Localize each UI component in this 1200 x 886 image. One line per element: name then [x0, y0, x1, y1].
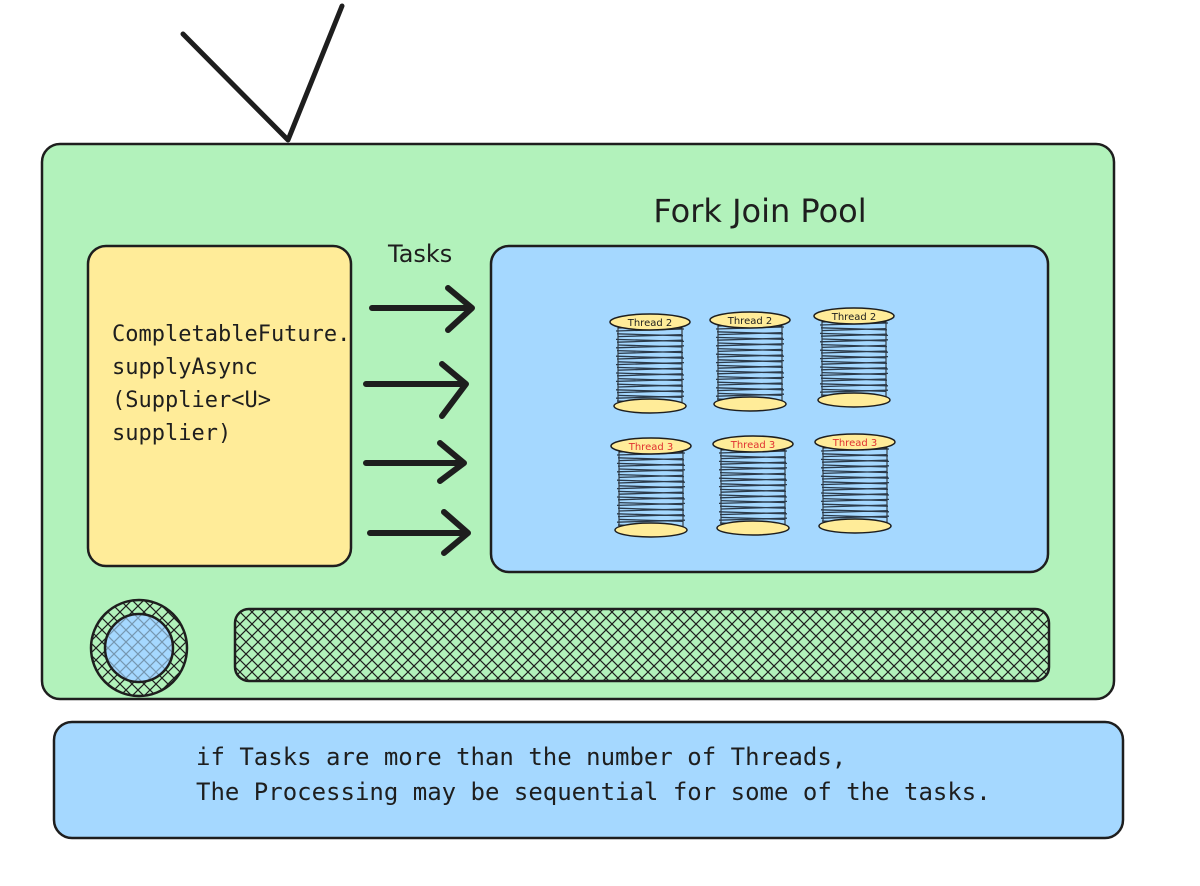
producer-label: CompletableFuture. supplyAsync (Supplier…	[112, 322, 364, 446]
note-text: if Tasks are more than the number of Thr…	[196, 743, 991, 806]
spool-top-cap	[609, 313, 691, 331]
thread-label: Thread 2	[627, 318, 673, 329]
task-arrow-4	[367, 509, 471, 556]
spool-top-cap	[813, 307, 895, 325]
spool-top-cap	[610, 437, 692, 455]
antenna	[180, 3, 345, 143]
spool-bottom-cap	[817, 392, 891, 408]
task-arrow-2	[363, 361, 469, 419]
knob	[89, 598, 189, 698]
producer-box	[86, 244, 353, 568]
thread-label: Thread 2	[831, 312, 877, 323]
thread-spool: Thread 2	[709, 311, 791, 412]
pool-title: Fork Join Pool	[653, 192, 866, 230]
speaker-grille	[233, 607, 1051, 683]
task-arrows	[363, 285, 475, 556]
note-box	[52, 720, 1125, 840]
spool-bottom-cap	[713, 396, 787, 412]
task-arrow-3	[363, 440, 467, 484]
spool-bottom-cap	[614, 522, 688, 538]
spool-top-cap	[712, 435, 794, 453]
producer-line-4: supplier)	[112, 421, 231, 446]
producer-line-1: CompletableFuture.	[112, 322, 350, 347]
tasks-label: Tasks	[387, 240, 452, 268]
producer-line-3: (Supplier<U>	[112, 388, 271, 413]
thread-label: Thread 3	[832, 438, 878, 449]
thread-spool: Thread 2	[609, 313, 691, 414]
spool-bottom-cap	[613, 398, 687, 414]
thread-spools: Thread 2 Thread 2 Thread 2 Thread 3 Thread 3…	[609, 307, 896, 538]
spool-top-cap	[814, 433, 896, 451]
spool-top-cap	[709, 311, 791, 329]
thread-spool: Thread 2	[813, 307, 895, 408]
thread-spool: Thread 3	[610, 437, 692, 538]
spool-bottom-cap	[716, 520, 790, 536]
knob-inner-hatch	[105, 614, 173, 682]
note-line-1: if Tasks are more than the number of Thr…	[196, 743, 846, 771]
note-line-2: The Processing may be sequential for som…	[196, 778, 991, 806]
task-arrow-1	[369, 285, 475, 333]
thread-spool: Thread 3	[814, 433, 896, 534]
thread-label: Thread 2	[727, 316, 773, 327]
producer-line-2: supplyAsync	[112, 355, 258, 380]
thread-label: Thread 3	[628, 442, 674, 453]
spool-bottom-cap	[818, 518, 892, 534]
thread-spool: Thread 3	[712, 435, 794, 536]
thread-label: Thread 3	[730, 440, 776, 451]
